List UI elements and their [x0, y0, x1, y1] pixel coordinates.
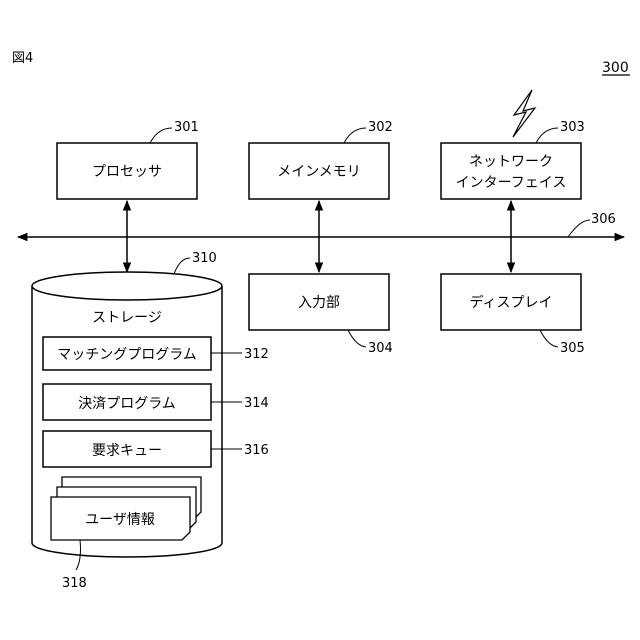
input-unit-block: 入力部 304 — [249, 274, 393, 356]
processor-block: プロセッサ 301 — [57, 120, 199, 199]
display-ref: 305 — [560, 341, 585, 356]
network-interface-block: ネットワーク インターフェイス 303 — [441, 90, 585, 199]
display-block: ディスプレイ 305 — [441, 274, 585, 356]
user-info-documents: ユーザ情報 318 — [51, 477, 201, 591]
network-interface-label-2: インターフェイス — [456, 175, 567, 191]
network-interface-label-1: ネットワーク — [469, 154, 553, 170]
wireless-signal-icon — [513, 90, 535, 137]
input-unit-ref: 304 — [368, 341, 393, 356]
user-info-label: ユーザ情報 — [85, 512, 155, 528]
main-memory-ref: 302 — [368, 120, 393, 135]
display-label: ディスプレイ — [469, 294, 552, 311]
request-queue-ref: 316 — [244, 443, 269, 458]
main-memory-leader — [344, 128, 366, 143]
matching-program-block: マッチングプログラム 312 — [43, 337, 269, 370]
payment-program-label: 決済プログラム — [78, 396, 176, 412]
input-unit-leader — [348, 330, 366, 347]
display-leader — [540, 330, 558, 347]
network-interface-ref: 303 — [560, 120, 585, 135]
request-queue-block: 要求キュー 316 — [43, 431, 269, 467]
processor-label: プロセッサ — [92, 164, 162, 180]
user-info-ref: 318 — [62, 576, 87, 591]
payment-program-block: 決済プログラム 314 — [43, 384, 269, 420]
processor-ref: 301 — [174, 120, 199, 135]
main-memory-label: メインメモリ — [277, 164, 361, 180]
bus-ref: 306 — [591, 212, 616, 227]
input-unit-label: 入力部 — [298, 295, 340, 311]
request-queue-label: 要求キュー — [92, 443, 162, 459]
matching-program-label: マッチングプログラム — [57, 347, 197, 363]
figure-label: 図4 — [12, 51, 33, 66]
payment-program-ref: 314 — [244, 396, 269, 411]
network-interface-leader — [536, 128, 558, 143]
bus-leader — [568, 220, 590, 237]
storage-leader — [174, 258, 190, 274]
storage-label: ストレージ — [92, 310, 162, 326]
storage-ref: 310 — [192, 251, 217, 266]
matching-program-ref: 312 — [244, 347, 269, 362]
processor-leader — [150, 128, 172, 143]
main-memory-block: メインメモリ 302 — [249, 120, 393, 199]
system-ref: 300 — [602, 60, 629, 76]
